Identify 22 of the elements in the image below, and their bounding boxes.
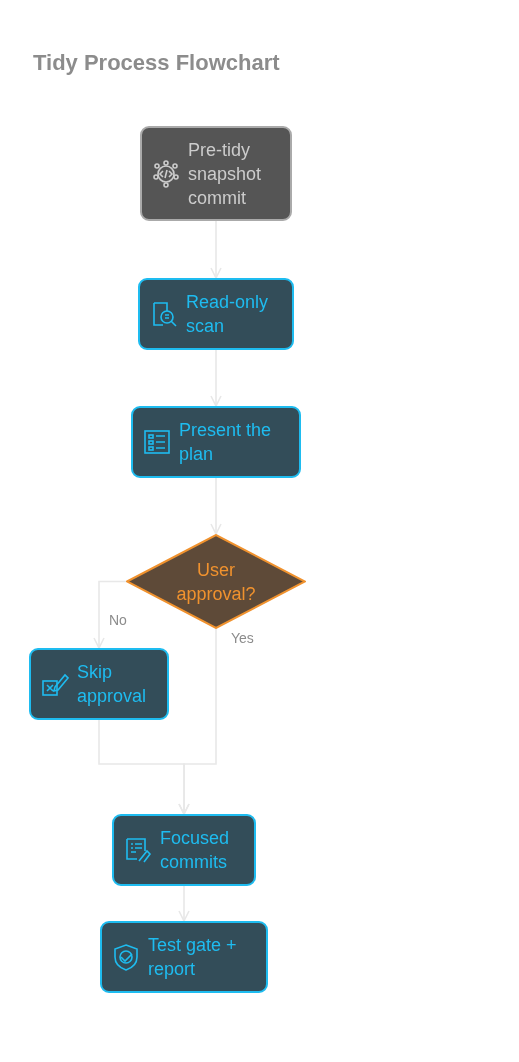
node-label: Read-only scan: [186, 291, 270, 338]
node-label: Present the plan: [179, 419, 273, 466]
node-label: Skip approval: [77, 661, 148, 708]
arrow: [210, 220, 222, 279]
process-box: [29, 648, 169, 720]
arrow: [210, 349, 222, 407]
edge-label: Yes: [230, 630, 255, 646]
diagram-title: Tidy Process Flowchart: [33, 50, 280, 76]
arrow: [93, 580, 127, 649]
node-label: Focused commits: [160, 827, 231, 874]
edge-label: No: [108, 612, 128, 628]
node-label: Test gate + report: [148, 934, 238, 981]
process-box: [138, 278, 294, 350]
process-box: [131, 406, 301, 478]
process-box: [112, 814, 256, 886]
process-box: [100, 921, 268, 993]
process-box: [140, 126, 292, 221]
decision-diamond: [126, 534, 306, 629]
node-label: Pre-tidy snapshot commit: [188, 138, 263, 210]
arrow: [210, 477, 222, 535]
node-label: User approval?: [175, 558, 257, 606]
arrow: [178, 885, 190, 922]
